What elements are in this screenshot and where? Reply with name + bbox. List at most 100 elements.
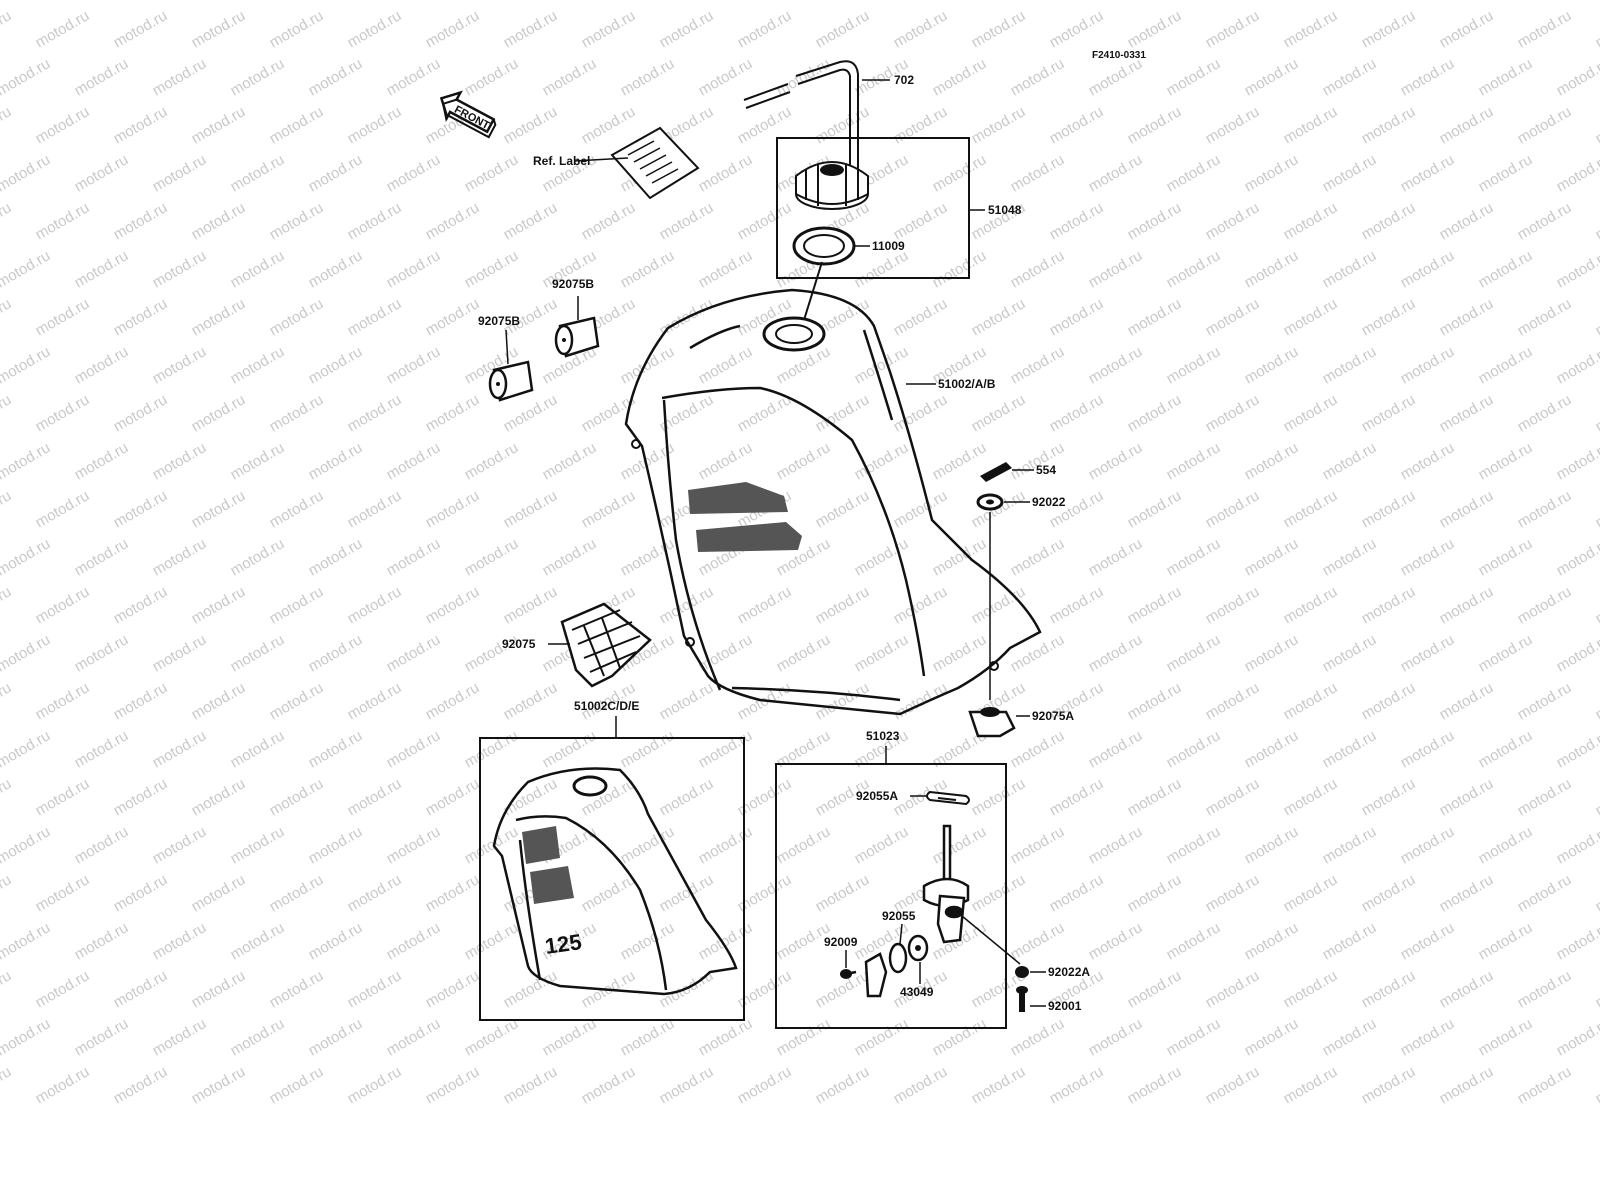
watermark-text: motod.ru (1008, 919, 1068, 963)
small-screw-icon (840, 969, 857, 979)
watermark-text: motod.ru (1281, 775, 1341, 819)
cock-gasket-icon (926, 790, 970, 806)
watermark-text: motod.ru (1515, 1063, 1575, 1107)
watermark-text: motod.ru (1242, 535, 1302, 579)
watermark-text: motod.ru (1203, 871, 1263, 915)
watermark-text: motod.ru (72, 247, 132, 291)
watermark-text: motod.ru (72, 55, 132, 99)
watermark-text: motod.ru (1008, 631, 1068, 675)
watermark-text: motod.ru (1476, 151, 1536, 195)
watermark-text: motod.ru (72, 439, 132, 483)
watermark-text: motod.ru (228, 0, 288, 3)
watermark-text: motod.ru (1359, 775, 1419, 819)
watermark-text: motod.ru (1281, 391, 1341, 435)
watermark-text: motod.ru (930, 151, 990, 195)
label-tank: 51002/A/B (938, 377, 996, 391)
watermark-text: motod.ru (1086, 727, 1146, 771)
watermark-text: motod.ru (696, 0, 756, 3)
watermark-text: motod.ru (189, 103, 249, 147)
watermark-text: motod.ru (33, 487, 93, 531)
watermark-text: motod.ru (1515, 7, 1575, 51)
watermark-text: motod.ru (384, 0, 444, 3)
label-strainer: 43049 (900, 985, 934, 999)
watermark-text: motod.ru (189, 967, 249, 1011)
tank-stripes (688, 482, 802, 552)
watermark-text: motod.ru (345, 103, 405, 147)
watermark-text: motod.ru (228, 919, 288, 963)
watermark-text: motod.ru (111, 199, 171, 243)
watermark-text: motod.ru (1008, 343, 1068, 387)
watermark-text: motod.ru (150, 535, 210, 579)
watermark-text: motod.ru (1164, 535, 1224, 579)
watermark-text: motod.ru (1008, 0, 1068, 3)
watermark-text: motod.ru (540, 55, 600, 99)
watermark-text: motod.ru (1554, 919, 1600, 963)
watermark-text: motod.ru (735, 103, 795, 147)
watermark-text: motod.ru (1437, 295, 1497, 339)
watermark-text: motod.ru (579, 7, 639, 51)
watermark-text: motod.ru (891, 391, 951, 435)
watermark-text: motod.ru (189, 391, 249, 435)
fuel-cock-box (775, 763, 1007, 1029)
watermark-text: motod.ru (1320, 1015, 1380, 1059)
watermark-text: motod.ru (267, 103, 327, 147)
watermark-text: motod.ru (1086, 151, 1146, 195)
watermark-text: motod.ru (1398, 0, 1458, 3)
watermark-text: motod.ru (384, 343, 444, 387)
watermark-text: motod.ru (969, 583, 1029, 627)
watermark-text: motod.ru (1476, 631, 1536, 675)
watermark-text: motod.ru (1164, 247, 1224, 291)
watermark-text: motod.ru (462, 55, 522, 99)
watermark-text: motod.ru (1476, 439, 1536, 483)
watermark-text: motod.ru (228, 631, 288, 675)
watermark-text: motod.ru (891, 199, 951, 243)
watermark-text: motod.ru (228, 439, 288, 483)
watermark-text: motod.ru (0, 823, 53, 867)
watermark-text: motod.ru (1242, 823, 1302, 867)
watermark-text: motod.ru (111, 967, 171, 1011)
watermark-text: motod.ru (1476, 535, 1536, 579)
watermark-text: motod.ru (1476, 0, 1536, 3)
watermark-text: motod.ru (774, 55, 834, 99)
watermark-text: motod.ru (0, 439, 53, 483)
watermark-text: motod.ru (1164, 55, 1224, 99)
watermark-text: motod.ru (1281, 583, 1341, 627)
leader-damper-lower (505, 329, 509, 365)
watermark-text: motod.ru (1242, 0, 1302, 3)
watermark-text: motod.ru (813, 391, 873, 435)
cap-assembly-box (776, 137, 970, 279)
watermark-text: motod.ru (72, 1015, 132, 1059)
watermark-text: motod.ru (462, 823, 522, 867)
watermark-text: motod.ru (1281, 199, 1341, 243)
hose-tube (743, 60, 859, 170)
watermark-text: motod.ru (345, 871, 405, 915)
watermark-text: motod.ru (1476, 727, 1536, 771)
watermark-text: motod.ru (1437, 583, 1497, 627)
watermark-text: motod.ru (306, 1015, 366, 1059)
watermark-text: motod.ru (1125, 775, 1185, 819)
strainer-icon (907, 934, 929, 962)
alt-tank-box (479, 737, 745, 1021)
watermark-text: motod.ru (1476, 1015, 1536, 1059)
label-cock-assy: 51023 (866, 729, 900, 743)
watermark-text: motod.ru (267, 967, 327, 1011)
watermark-text: motod.ru (1593, 1063, 1600, 1107)
watermark-text: motod.ru (0, 1015, 53, 1059)
watermark-text: motod.ru (0, 679, 14, 723)
watermark-text: motod.ru (813, 583, 873, 627)
watermark-text: motod.ru (1047, 391, 1107, 435)
watermark-text: motod.ru (930, 439, 990, 483)
cap-gasket-icon (792, 226, 856, 266)
watermark-text: motod.ru (228, 535, 288, 579)
watermark-text: motod.ru (774, 823, 834, 867)
watermark-text: motod.ru (1593, 295, 1600, 339)
watermark-text: motod.ru (384, 247, 444, 291)
watermark-text: motod.ru (1008, 535, 1068, 579)
watermark-text: motod.ru (345, 487, 405, 531)
watermark-text: motod.ru (228, 151, 288, 195)
watermark-text: motod.ru (774, 631, 834, 675)
watermark-text: motod.ru (540, 0, 600, 3)
watermark-text: motod.ru (306, 823, 366, 867)
watermark-text: motod.ru (1008, 55, 1068, 99)
watermark-text: motod.ru (1086, 55, 1146, 99)
